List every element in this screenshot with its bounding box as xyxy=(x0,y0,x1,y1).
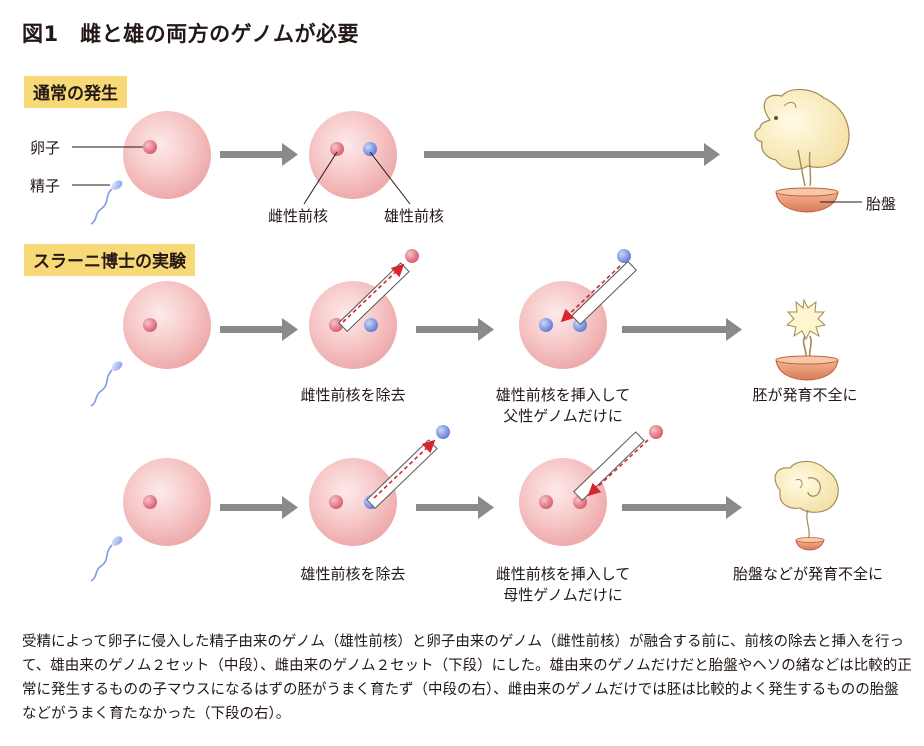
egg-remove-female xyxy=(309,249,419,369)
female-nucleus xyxy=(143,140,157,154)
process-arrow xyxy=(622,318,742,341)
female-pronucleus xyxy=(539,495,553,509)
sperm xyxy=(90,180,123,225)
sperm xyxy=(90,536,123,582)
egg-insert-male xyxy=(519,249,637,369)
placenta xyxy=(775,187,839,213)
label-egg: 卵子 xyxy=(30,139,61,157)
female-nucleus xyxy=(143,318,157,332)
label-mid-step2-line2: 父性ゲノムだけに xyxy=(503,407,623,425)
inserted-male-pronucleus xyxy=(617,249,631,263)
process-arrow xyxy=(220,496,298,519)
process-arrow xyxy=(416,318,494,341)
fertilized-egg xyxy=(309,111,397,199)
female-nucleus xyxy=(143,495,157,509)
normal-embryo xyxy=(754,88,850,187)
inserted-female-pronucleus xyxy=(649,425,663,439)
pipette xyxy=(338,262,410,333)
label-bottom-step2-line1: 雌性前核を挿入して xyxy=(495,565,631,583)
female-pronucleus xyxy=(330,142,344,156)
process-arrow xyxy=(220,318,298,341)
male-pronucleus xyxy=(363,142,377,156)
label-bottom-step1: 雄性前核を除去 xyxy=(300,565,406,583)
male-pronucleus xyxy=(539,318,553,332)
label-placenta: 胎盤 xyxy=(866,195,897,213)
label-female-pronucleus: 雌性前核 xyxy=(267,207,329,225)
figure-title: 図1 雌と雄の両方のゲノムが必要 xyxy=(22,22,359,46)
egg-insert-female xyxy=(519,425,663,546)
label-mid-step1: 雌性前核を除去 xyxy=(300,386,406,404)
process-arrow xyxy=(424,143,720,166)
insertion-arrow xyxy=(560,265,621,323)
label-bottom-step2-line2: 母性ゲノムだけに xyxy=(503,586,623,604)
egg-remove-male xyxy=(309,425,450,546)
label-male-pronucleus: 雄性前核 xyxy=(383,207,445,225)
section-tag-surani: スラーニ博士の実験 xyxy=(24,244,195,276)
process-arrow xyxy=(622,496,742,519)
male-pronucleus xyxy=(364,318,378,332)
label-mid-result: 胚が発育不全に xyxy=(752,386,858,404)
label-mid-step2-line1: 雄性前核を挿入して xyxy=(495,386,631,404)
label-bottom-result: 胎盤などが発育不全に xyxy=(732,565,884,583)
section-tag-normal: 通常の発生 xyxy=(24,76,127,108)
label-sperm: 精子 xyxy=(30,177,61,195)
stunted-embryo xyxy=(775,298,839,381)
figure-caption: 受精によって卵子に侵入した精子由来のゲノム（雄性前核）と卵子由来のゲノム（雌性前… xyxy=(22,634,912,722)
leader-line-female xyxy=(303,151,338,205)
removed-male-pronucleus xyxy=(436,425,450,439)
removed-female-pronucleus xyxy=(405,249,419,263)
sperm xyxy=(90,361,123,407)
insertion-arrow xyxy=(587,439,649,497)
egg-cell xyxy=(123,111,211,199)
pipette xyxy=(571,260,637,326)
female-pronucleus xyxy=(329,495,343,509)
process-arrow xyxy=(220,143,298,166)
process-arrow xyxy=(416,496,494,519)
leader-line-male xyxy=(369,151,411,205)
egg-cell xyxy=(123,458,211,546)
embryo-small-placenta xyxy=(774,460,839,551)
egg-cell xyxy=(123,281,211,369)
